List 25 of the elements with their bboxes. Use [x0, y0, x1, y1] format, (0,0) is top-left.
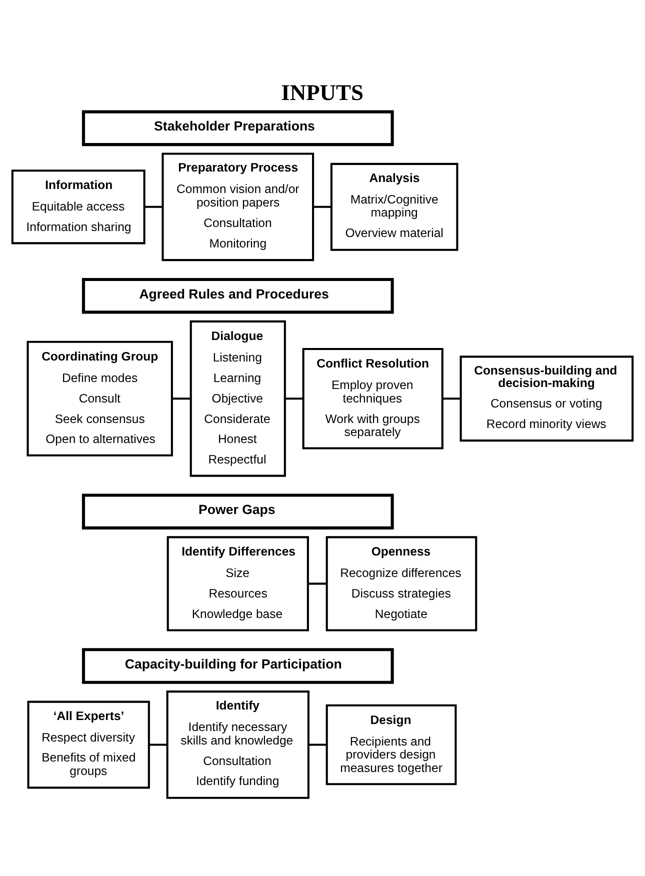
node-box: Conflict Resolution Employ proven techniques Work with groups separately	[302, 348, 444, 449]
connector	[148, 743, 168, 746]
node-box: Capacity-building for Participation	[82, 648, 394, 684]
node-box: ‘All Experts’ Respect diversity Benefits of mixed groups	[27, 700, 150, 788]
node-box: Agreed Rules and Procedures	[82, 277, 394, 314]
connector	[308, 582, 327, 584]
node-box: Information Equitable access Information sharing	[11, 169, 146, 244]
connector	[285, 397, 304, 400]
connector	[313, 205, 332, 208]
node-box: Consensus-building and decision-making Consensus or voting Record minority views	[460, 355, 634, 442]
connector	[172, 397, 191, 400]
node-box: Openness Recognize differences Discuss strategies Negotiate	[326, 536, 478, 631]
diagram-title: INPUTS	[281, 80, 364, 105]
node-box: Identify Differences Size Resources Knowledge base	[166, 536, 309, 631]
connector	[308, 743, 327, 746]
node-box: Power Gaps	[82, 493, 394, 529]
node-box: Preparatory Process Common vision and/or position papers Consultation Monitoring	[162, 152, 314, 261]
connector	[144, 205, 163, 208]
node-box: Coordinating Group Define modes Consult Seek consensus Open to alternatives	[26, 340, 173, 456]
node-box: Design Recipients and providers design measures together	[326, 704, 457, 785]
node-box: Identify Identify necessary skills and knowledge Consultation Identify funding	[166, 690, 310, 798]
node-box: Analysis Matrix/Cognitive mapping Overview material	[330, 162, 458, 250]
connector	[442, 397, 461, 400]
node-box: Stakeholder Preparations	[82, 110, 394, 146]
node-box: Dialogue Listening Learning Objective Considerate Honest Respectful	[190, 320, 286, 476]
